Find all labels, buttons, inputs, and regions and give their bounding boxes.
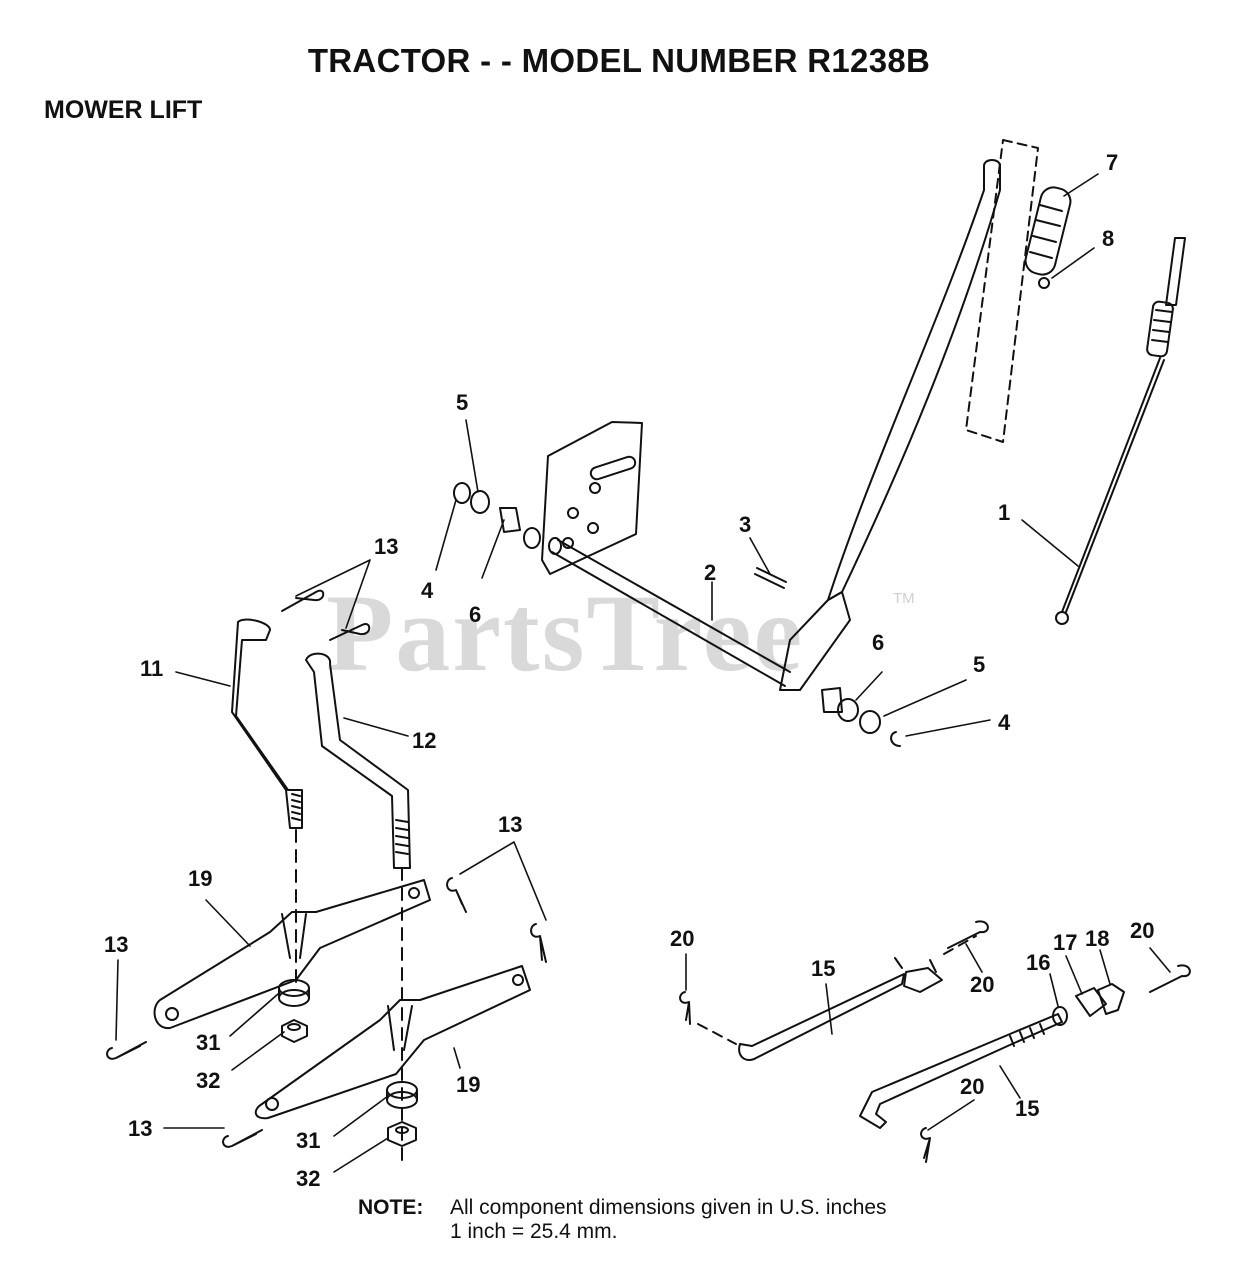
callout-4: 4 bbox=[421, 578, 434, 603]
hairpin-clip bbox=[446, 877, 467, 913]
lift-handle bbox=[827, 159, 1001, 601]
callout-15: 15 bbox=[811, 956, 836, 981]
note-line-2: 1 inch = 25.4 mm. bbox=[450, 1220, 618, 1243]
nut-32-lower bbox=[387, 1121, 417, 1147]
callout-6: 6 bbox=[469, 602, 482, 627]
callout-4: 4 bbox=[998, 710, 1011, 735]
callout-16: 16 bbox=[1026, 950, 1051, 975]
hairpin-clip bbox=[530, 923, 547, 963]
callout-31: 31 bbox=[196, 1030, 221, 1055]
callout-19: 19 bbox=[188, 866, 213, 891]
callout-13: 13 bbox=[128, 1116, 153, 1141]
callout-13: 13 bbox=[374, 534, 399, 559]
bushing-31-upper bbox=[278, 979, 310, 1007]
callout-20: 20 bbox=[970, 972, 995, 997]
mounting-plate bbox=[541, 421, 643, 575]
alignment-line bbox=[943, 935, 977, 955]
hairpin-clip bbox=[920, 1127, 931, 1163]
callout-7: 7 bbox=[1106, 150, 1119, 175]
leader-lines bbox=[115, 173, 1171, 1173]
washer-16 bbox=[1052, 1006, 1068, 1026]
callout-11: 11 bbox=[140, 656, 164, 681]
note-label: NOTE: bbox=[358, 1196, 424, 1219]
callout-1: 1 bbox=[998, 500, 1011, 525]
lift-link-left bbox=[231, 618, 303, 829]
callout-12: 12 bbox=[412, 728, 437, 753]
callout-3: 3 bbox=[739, 512, 752, 537]
note-line-1: All component dimensions given in U.S. i… bbox=[450, 1196, 887, 1219]
callout-20: 20 bbox=[960, 1074, 985, 1099]
callout-18: 18 bbox=[1085, 926, 1110, 951]
hairpin-clip bbox=[106, 1041, 147, 1060]
hairpin-clip bbox=[329, 623, 371, 641]
callout-2: 2 bbox=[704, 560, 717, 585]
shaft-pin bbox=[754, 567, 787, 589]
hairpin-clip bbox=[679, 991, 691, 1025]
callout-5: 5 bbox=[973, 652, 986, 677]
callout-32: 32 bbox=[296, 1166, 321, 1191]
lift-handle-lower bbox=[779, 591, 851, 691]
callout-31: 31 bbox=[296, 1128, 321, 1153]
lift-arm-upper bbox=[153, 879, 431, 1030]
alignment-line bbox=[697, 1023, 737, 1045]
lift-rod bbox=[1055, 237, 1186, 625]
lift-arm-lower bbox=[254, 965, 531, 1120]
lift-rod-lower bbox=[859, 1013, 1063, 1129]
callout-15: 15 bbox=[1015, 1096, 1040, 1121]
callout-5: 5 bbox=[456, 390, 469, 415]
hairpin-clip bbox=[947, 920, 989, 949]
page-title: TRACTOR - - MODEL NUMBER R1238B bbox=[307, 42, 931, 79]
handle-grip bbox=[1024, 186, 1072, 289]
callout-17: 17 bbox=[1053, 930, 1078, 955]
right-bushing-set bbox=[821, 687, 901, 747]
dimensions-note: NOTE: All component dimensions given in U… bbox=[358, 1196, 887, 1244]
trunnion-17 bbox=[1075, 987, 1107, 1017]
callout-20: 20 bbox=[670, 926, 695, 951]
bushing-31-lower bbox=[386, 1081, 418, 1109]
hairpin-clip bbox=[281, 589, 325, 612]
section-title: MOWER LIFT bbox=[44, 96, 203, 124]
callout-19: 19 bbox=[456, 1072, 481, 1097]
hairpin-clip bbox=[222, 1129, 263, 1148]
lift-link-right bbox=[305, 652, 411, 869]
callout-13: 13 bbox=[104, 932, 129, 957]
callout-13: 13 bbox=[498, 812, 523, 837]
phantom-handle-outline bbox=[965, 139, 1039, 443]
callout-6: 6 bbox=[872, 630, 885, 655]
callout-20: 20 bbox=[1130, 918, 1155, 943]
callout-8: 8 bbox=[1102, 226, 1115, 251]
callout-32: 32 bbox=[196, 1068, 221, 1093]
watermark-tm: TM bbox=[893, 590, 915, 607]
hairpin-clip bbox=[1149, 964, 1191, 993]
nut-18 bbox=[1097, 983, 1125, 1015]
cross-shaft bbox=[551, 539, 791, 687]
lift-rod-upper bbox=[738, 973, 905, 1062]
nut-32-upper bbox=[281, 1019, 308, 1043]
